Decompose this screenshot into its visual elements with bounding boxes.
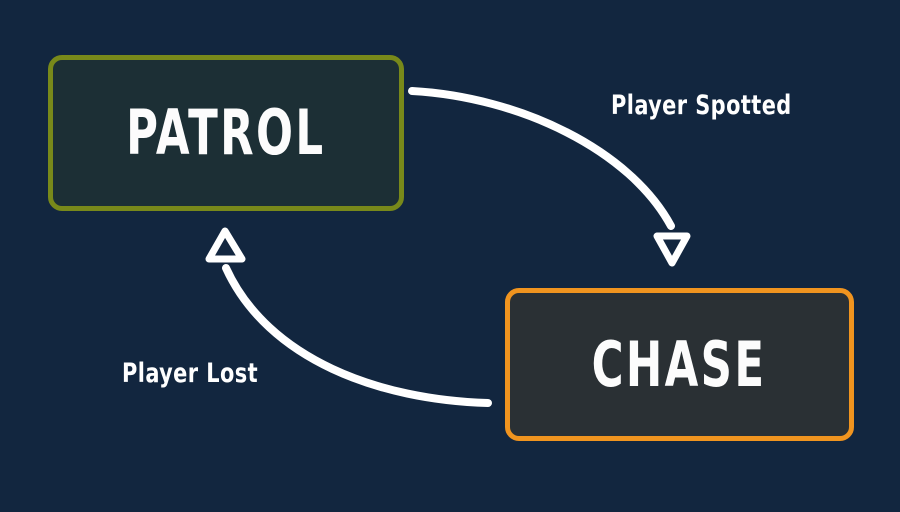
transition-label-player-lost: Player Lost <box>122 358 259 389</box>
arrowhead-up-icon <box>205 227 246 263</box>
edge-chase-to-patrol-curve <box>222 264 492 407</box>
state-node-chase[interactable]: CHASE <box>505 288 854 441</box>
edge-patrol-to-chase-curve <box>408 87 675 230</box>
state-label-patrol: PATROL <box>126 96 326 169</box>
transition-label-player-spotted: Player Spotted <box>611 90 792 121</box>
arrowhead-down-icon <box>653 232 691 267</box>
state-node-patrol[interactable]: PATROL <box>48 55 404 211</box>
state-label-chase: CHASE <box>592 327 767 401</box>
